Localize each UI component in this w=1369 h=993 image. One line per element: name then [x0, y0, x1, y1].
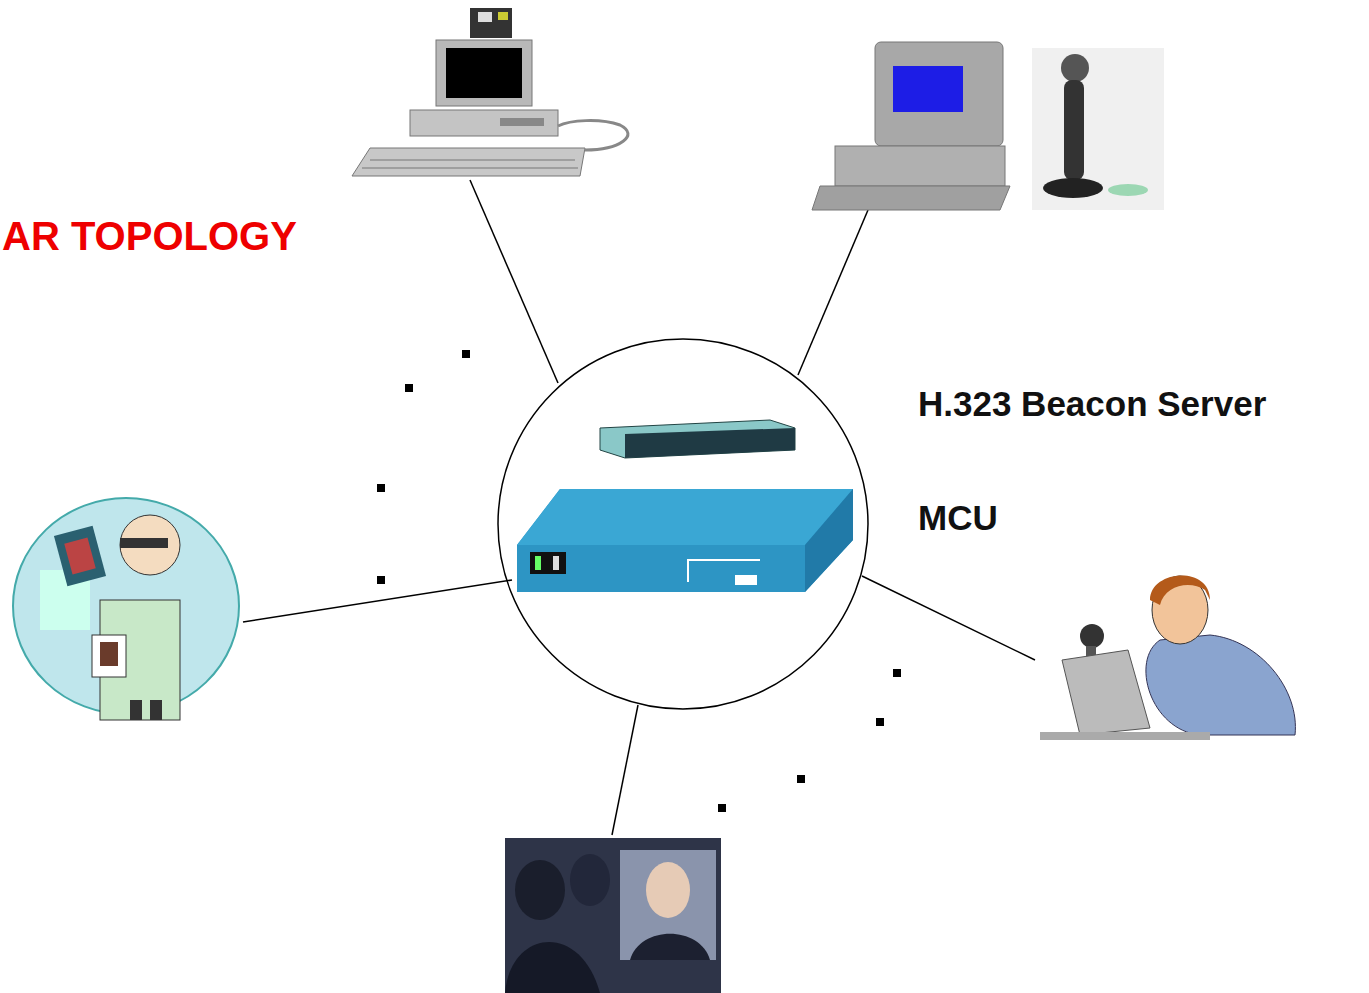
spoke-lines: [243, 180, 1035, 835]
continuation-dots: [377, 350, 901, 812]
device-label: MCU: [918, 498, 998, 538]
diagram-title: AR TOPOLOGY: [2, 214, 297, 259]
hub-circle: H.323 Beacon ServerMCU: [497, 338, 1365, 712]
mcu-device: [517, 489, 853, 592]
desktop-computer: [352, 8, 628, 176]
desktop-with-camera: [812, 42, 1164, 210]
beacon-server-device: [600, 420, 795, 458]
person-with-laptop: [1040, 576, 1295, 740]
device-label: H.323 Beacon Server: [918, 384, 1266, 424]
video-conference-photo: [505, 838, 721, 993]
person-with-picture: [13, 498, 239, 720]
